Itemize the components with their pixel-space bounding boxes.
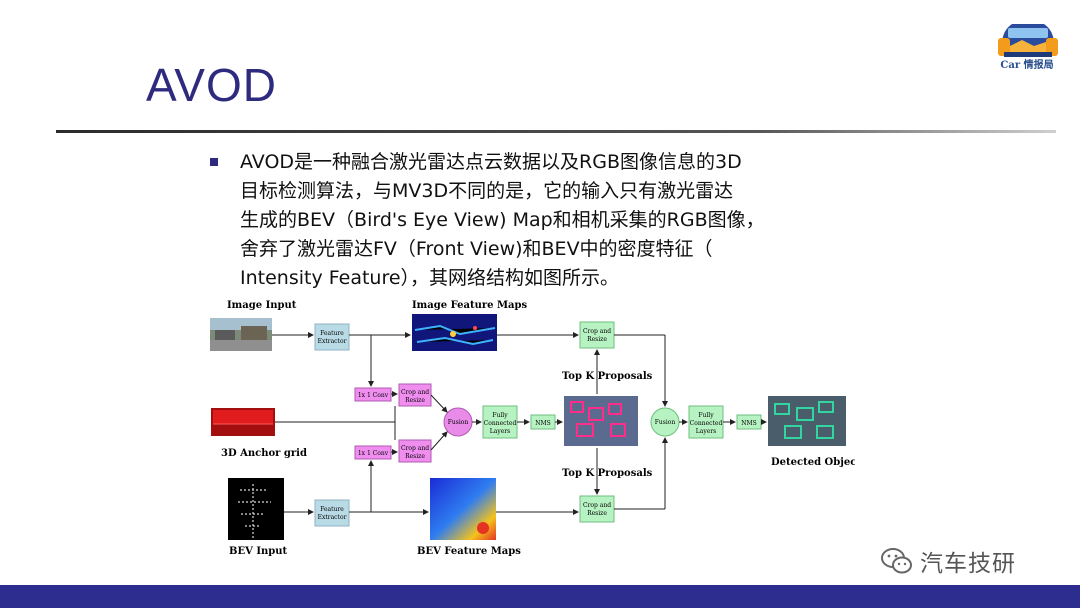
fc-block-2: Fully Connected Layers <box>688 405 724 439</box>
crop-text: Crop and <box>401 389 429 396</box>
fusion-text: Fusion <box>655 419 676 426</box>
crop-text: Resize <box>405 397 425 404</box>
camera-image-icon <box>210 318 272 351</box>
bev-feature-maps-label: BEV Feature Maps <box>417 546 521 557</box>
fc-text: Layers <box>490 428 510 435</box>
body-line: 目标检测算法，与MV3D不同的是，它的输入只有激光雷达 <box>240 180 734 202</box>
watermark-text: 汽车技研 <box>920 551 1016 577</box>
detected-objects-label: Detected Objects <box>771 457 855 468</box>
body-line: 舍弃了激光雷达FV（Front View)和BEV中的密度特征（ <box>240 238 713 260</box>
fc-text: Connected <box>690 420 723 427</box>
fe-text: Extractor <box>318 338 347 345</box>
avod-architecture-diagram: Image Input Image Feature Maps 3D Anchor… <box>210 300 855 557</box>
crop-text: Resize <box>587 336 607 343</box>
bev-feature-map-icon <box>430 478 496 540</box>
image-feature-map-icon <box>412 314 497 351</box>
fusion-node-2: Fusion <box>650 407 680 437</box>
anchor-grid-icon <box>211 408 275 436</box>
car-handshake-logo-icon <box>998 24 1058 57</box>
body-line: 生成的BEV（Bird's Eye View) Map和相机采集的RGB图像， <box>240 209 765 231</box>
anchor-grid-label: 3D Anchor grid <box>221 448 307 459</box>
title-divider <box>56 130 1056 133</box>
feature-extractor-top: Feature Extractor <box>314 323 350 351</box>
fusion-text: Fusion <box>448 419 469 426</box>
fusion-node-1: Fusion <box>443 407 473 437</box>
fe-text: Feature <box>320 506 344 513</box>
detected-objects-image-icon <box>768 396 846 446</box>
fc-text: Connected <box>484 420 517 427</box>
conv-block-top: 1x 1 Conv <box>354 387 392 402</box>
fc-text: Fully <box>698 412 714 419</box>
fc-text: Fully <box>492 412 508 419</box>
crop-text: Crop and <box>583 502 611 509</box>
connector-arrows <box>272 332 767 515</box>
watermark: 汽车技研 <box>880 543 1016 579</box>
top-k-label-bottom: Top K Proposals <box>562 468 653 479</box>
nms-text: NMS <box>741 420 757 427</box>
conv-text: 1x 1 Conv <box>358 392 389 399</box>
crop-resize-pink-bottom: Crop and Resize <box>398 439 432 463</box>
feature-extractor-bottom: Feature Extractor <box>314 499 350 527</box>
bev-input-icon <box>228 478 284 540</box>
fe-text: Extractor <box>318 514 347 521</box>
top-k-label-top: Top K Proposals <box>562 371 653 382</box>
body-paragraph: AVOD是一种融合激光雷达点云数据以及RGB图像信息的3D 目标检测算法，与MV… <box>240 148 840 293</box>
conv-block-bottom: 1x 1 Conv <box>354 445 392 460</box>
crop-text: Crop and <box>401 445 429 452</box>
crop-resize-pink-top: Crop and Resize <box>398 383 432 407</box>
nms-block-1: NMS <box>530 414 556 430</box>
wechat-icon <box>881 548 912 574</box>
logo-text: Car 情报局 <box>1000 60 1054 71</box>
crop-text: Crop and <box>583 328 611 335</box>
body-line: AVOD是一种融合激光雷达点云数据以及RGB图像信息的3D <box>240 151 742 173</box>
conv-text: 1x 1 Conv <box>358 450 389 457</box>
bev-input-label: BEV Input <box>229 546 288 557</box>
crop-resize-green-bottom: Crop and Resize <box>579 495 615 523</box>
bullet-icon <box>210 158 218 166</box>
image-input-label: Image Input <box>227 300 297 311</box>
fc-block-1: Fully Connected Layers <box>482 405 518 439</box>
image-feature-maps-label: Image Feature Maps <box>412 300 528 311</box>
crop-resize-green-top: Crop and Resize <box>579 321 615 349</box>
crop-text: Resize <box>405 453 425 460</box>
nms-block-2: NMS <box>736 414 762 430</box>
proposals-image-icon <box>564 396 638 446</box>
body-line: Intensity Feature），其网络结构如图所示。 <box>240 267 620 289</box>
nms-text: NMS <box>535 420 551 427</box>
crop-text: Resize <box>587 510 607 517</box>
fe-text: Feature <box>320 330 344 337</box>
slide-title: AVOD <box>146 59 277 111</box>
footer-bar <box>0 585 1080 608</box>
fc-text: Layers <box>696 428 716 435</box>
